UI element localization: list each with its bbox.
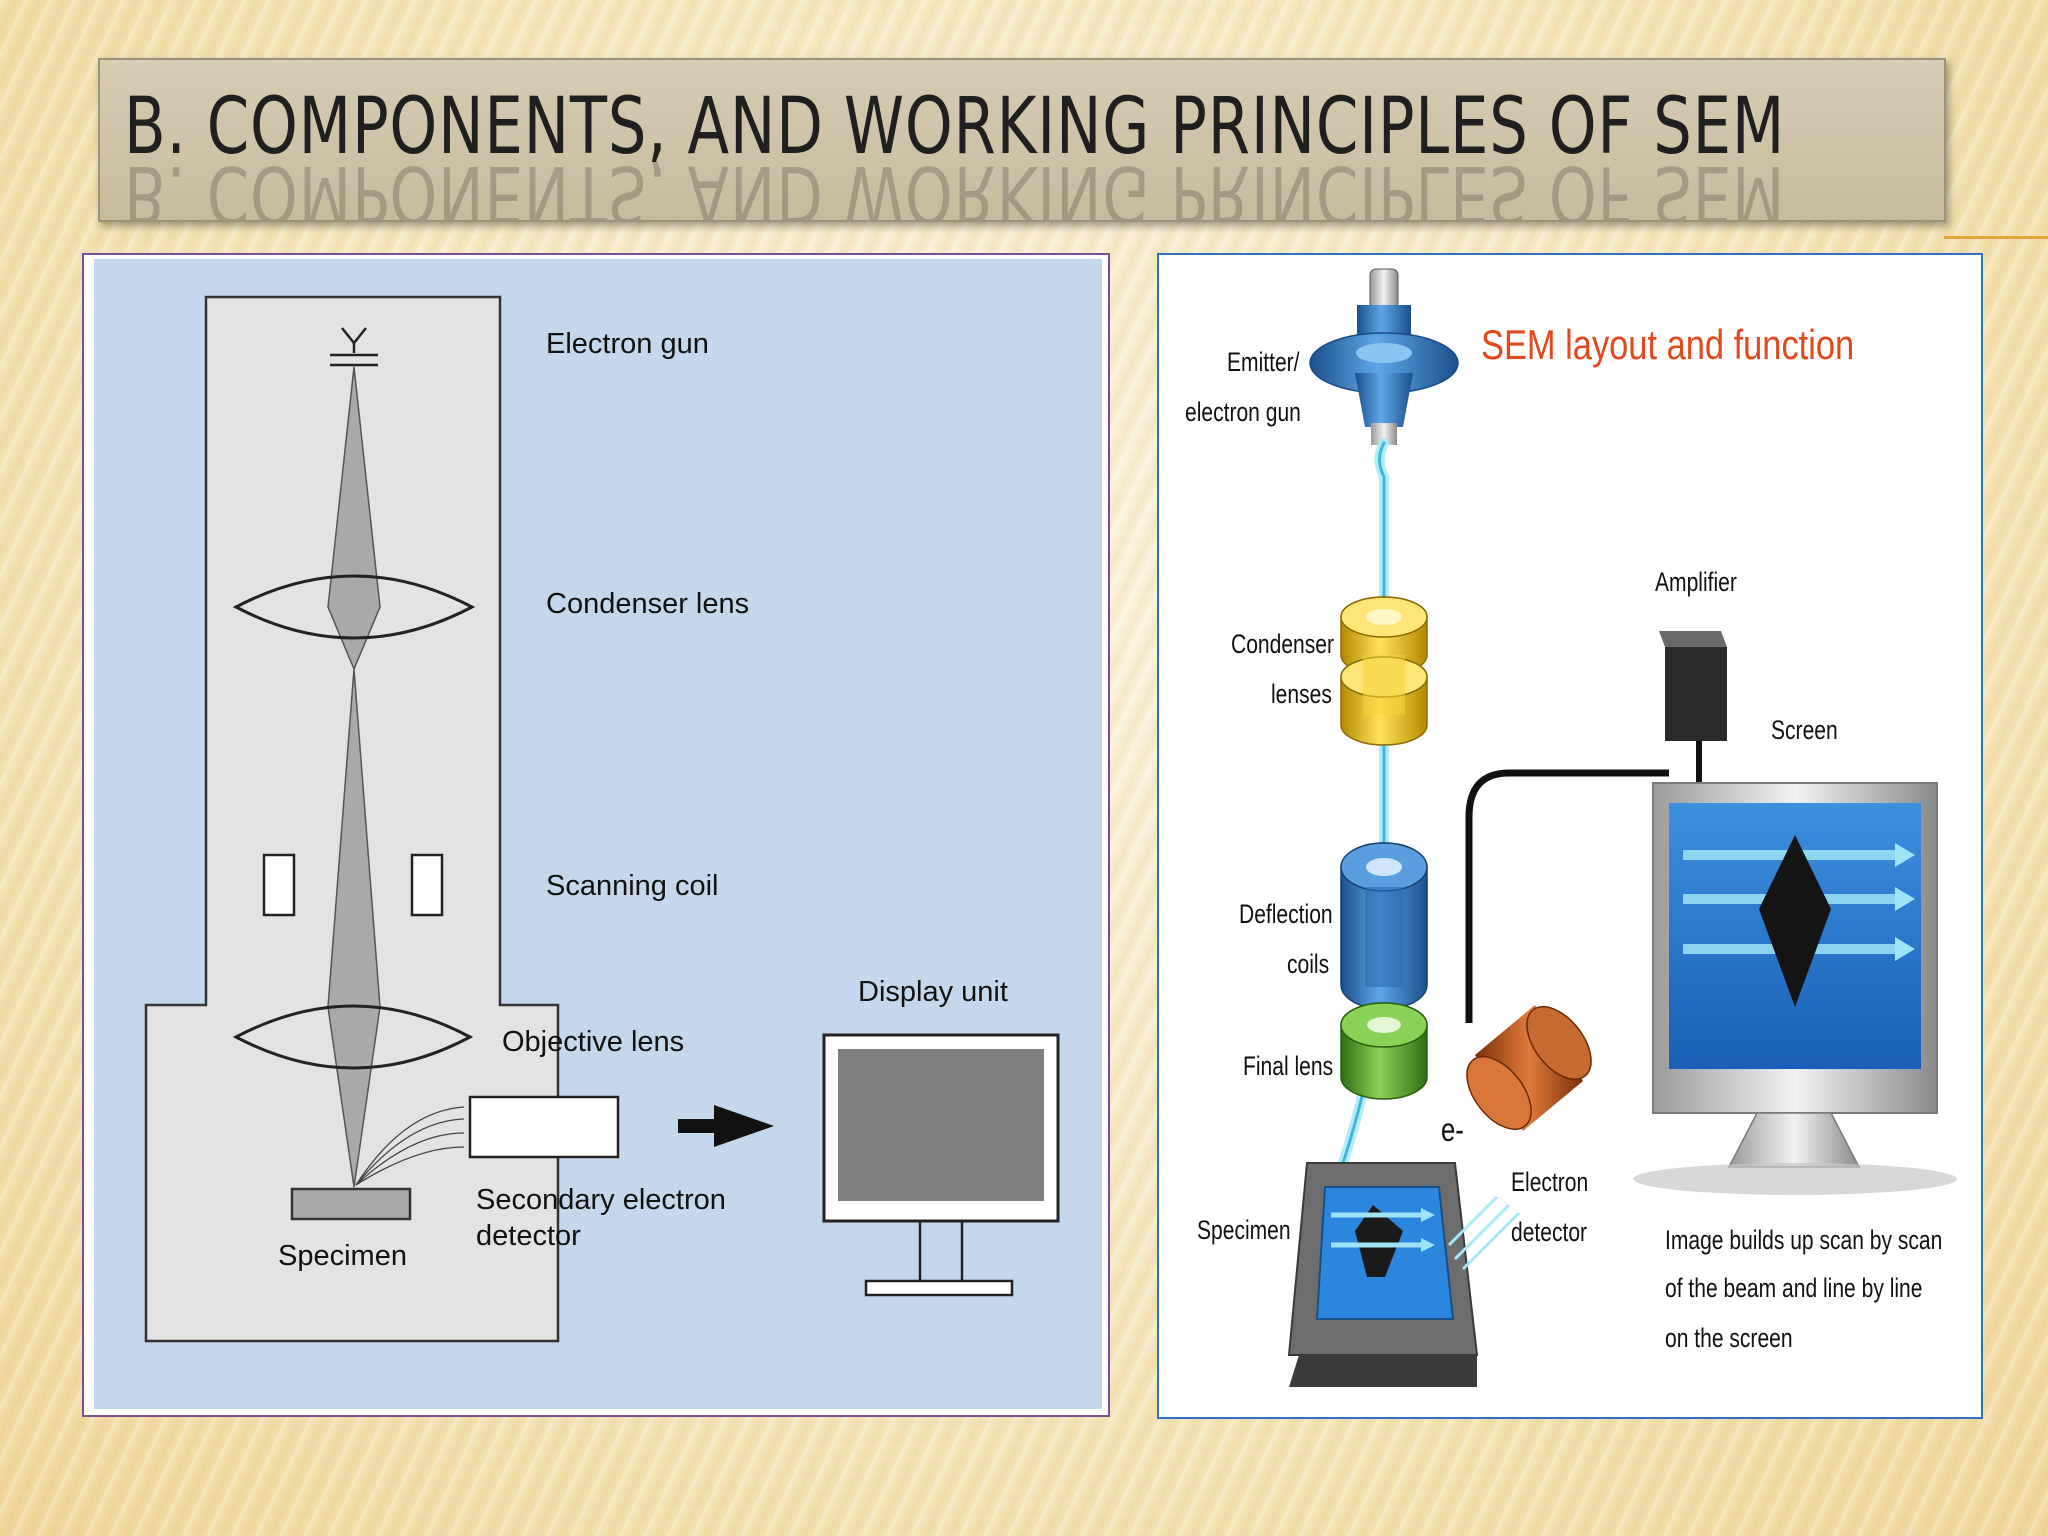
- deflection-coils-icon: [1340, 842, 1428, 1010]
- label-condenser-1: Condenser: [1231, 630, 1334, 660]
- label-screen: Screen: [1771, 716, 1838, 746]
- electron-beam: [327, 366, 381, 1188]
- label-display-unit: Display unit: [858, 976, 1008, 1008]
- specimen-stage: [1287, 1162, 1479, 1387]
- emitted-electrons: [1447, 1195, 1521, 1271]
- slide-title: B. COMPONENTS, AND WORKING PRINCIPLES OF…: [124, 82, 1786, 172]
- final-lens-icon: [1340, 1002, 1428, 1100]
- condenser-lenses-icon: [1340, 596, 1428, 746]
- display-unit-monitor: [822, 1033, 1060, 1297]
- slide-title-reflection: B. COMPONENTS, AND WORKING PRINCIPLES OF…: [124, 148, 1786, 222]
- layout-title: SEM layout and function: [1481, 322, 1854, 369]
- label-deflection-2: coils: [1287, 950, 1329, 980]
- secondary-detector-box: [468, 1095, 620, 1159]
- accent-line: [1944, 236, 2048, 239]
- label-emitter-1: Emitter/: [1227, 348, 1300, 378]
- arrow-right-icon: [678, 1105, 774, 1147]
- label-electron-symbol: e-: [1441, 1112, 1464, 1149]
- scanning-coil-right: [410, 853, 444, 917]
- label-specimen-right: Specimen: [1197, 1216, 1291, 1246]
- sem-schematic-diagram: Electron gun Condenser lens Scanning coi…: [94, 259, 1102, 1409]
- sem-schematic-panel: Electron gun Condenser lens Scanning coi…: [82, 253, 1110, 1417]
- screen-monitor: [1633, 782, 1957, 1195]
- label-deflection-1: Deflection: [1239, 900, 1333, 930]
- specimen-block: [290, 1187, 412, 1221]
- label-detector-1: Electron: [1511, 1168, 1588, 1198]
- title-bar: B. COMPONENTS, AND WORKING PRINCIPLES OF…: [98, 58, 1946, 222]
- amplifier-icon: [1659, 631, 1727, 785]
- sem-layout-diagram: SEM layout and function: [1185, 268, 1957, 1387]
- condenser-lens-shape: [232, 574, 476, 640]
- label-detector-2: detector: [1511, 1218, 1587, 1248]
- caption-line-1: Image builds up scan by scan: [1665, 1226, 1942, 1256]
- label-emitter-2: electron gun: [1185, 398, 1301, 428]
- electron-detector-icon: [1465, 769, 1669, 1131]
- caption-line-2: of the beam and line by line: [1665, 1274, 1922, 1304]
- label-objective-lens: Objective lens: [502, 1026, 684, 1058]
- label-final-lens: Final lens: [1243, 1052, 1333, 1082]
- emitter-gun-icon: [1309, 268, 1459, 445]
- label-condenser-2: lenses: [1271, 680, 1332, 710]
- caption-line-3: on the screen: [1665, 1324, 1793, 1354]
- label-condenser-lens: Condenser lens: [546, 588, 749, 620]
- secondary-electron-paths: [355, 1106, 465, 1186]
- sem-layout-panel: SEM layout and function: [1157, 253, 1983, 1419]
- scanning-coil-left: [262, 853, 296, 917]
- label-specimen: Specimen: [278, 1240, 407, 1272]
- label-amplifier: Amplifier: [1655, 568, 1737, 598]
- electron-gun-icon: [330, 327, 378, 367]
- label-secondary-detector-1: Secondary electron: [476, 1184, 726, 1216]
- label-scanning-coil: Scanning coil: [546, 870, 719, 902]
- label-electron-gun: Electron gun: [546, 328, 709, 360]
- objective-lens-shape: [232, 1004, 474, 1070]
- label-secondary-detector-2: detector: [476, 1220, 581, 1252]
